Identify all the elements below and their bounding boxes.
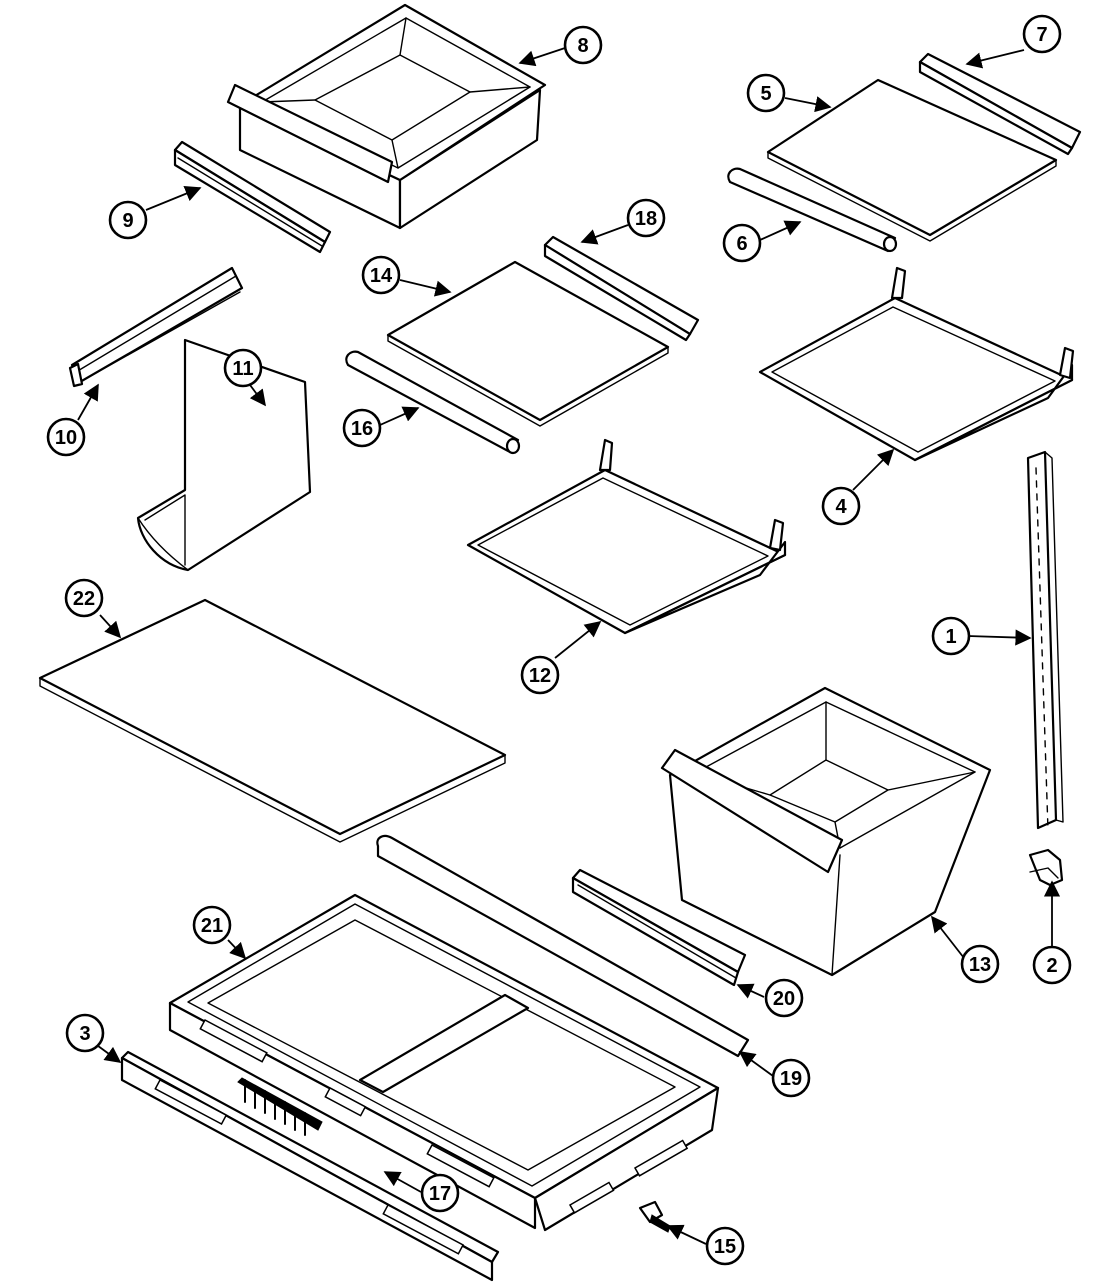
part-7-trim [918, 52, 1082, 156]
callout-1: 1 [931, 616, 971, 656]
callout-label-1: 1 [945, 626, 956, 648]
callout-label-3: 3 [79, 1023, 90, 1045]
callout-label-2: 2 [1046, 955, 1057, 977]
part-17-vent [237, 1077, 323, 1136]
callout-4: 4 [821, 486, 861, 526]
callout-label-10: 10 [55, 427, 77, 449]
part-11-cover [136, 338, 312, 572]
callout-6: 6 [722, 223, 762, 263]
callout-18: 18 [626, 198, 666, 238]
leader-5 [784, 96, 832, 113]
leader-6 [759, 220, 802, 241]
callout-13: 13 [960, 944, 1000, 984]
callout-7: 7 [1022, 14, 1062, 54]
part-5-glass-panel [766, 78, 1058, 242]
leader-8 [518, 47, 566, 67]
part-1-vertical-rail [1026, 450, 1064, 831]
callout-22: 22 [64, 578, 104, 618]
part-18-trim [543, 235, 700, 342]
leader-9 [145, 185, 202, 211]
callout-label-5: 5 [760, 83, 771, 105]
callout-5: 5 [746, 73, 786, 113]
part-16-tube [345, 350, 521, 455]
callout-2: 2 [1032, 945, 1072, 985]
callout-label-17: 17 [429, 1183, 451, 1205]
callout-label-6: 6 [736, 233, 747, 255]
leader-13 [931, 915, 965, 959]
callout-label-21: 21 [201, 915, 223, 937]
part-13-lower-drawer [660, 686, 992, 977]
part-15-screw [638, 1200, 671, 1233]
callout-label-16: 16 [351, 418, 373, 440]
callout-16: 16 [342, 408, 382, 448]
part-14-glass-panel [386, 260, 670, 427]
callout-15: 15 [705, 1226, 745, 1266]
callout-19: 19 [771, 1058, 811, 1098]
part-19-roller [376, 834, 750, 1058]
callout-label-11: 11 [232, 358, 253, 380]
part-6-tube [727, 167, 898, 253]
callout-17: 17 [420, 1173, 460, 1213]
callout-8: 8 [563, 25, 603, 65]
callout-label-14: 14 [370, 265, 393, 287]
leader-17 [383, 1171, 422, 1193]
part-12-shelf-frame [466, 438, 787, 635]
callout-20: 20 [764, 978, 804, 1018]
leader-15 [666, 1224, 707, 1245]
leader-14 [399, 279, 452, 297]
leader-11 [249, 384, 266, 407]
callout-label-22: 22 [73, 588, 95, 610]
part-9-rail [173, 140, 332, 254]
callout-label-15: 15 [714, 1236, 736, 1258]
part-2-clip [1028, 848, 1064, 887]
callout-label-4: 4 [835, 496, 847, 518]
part-8-upper-drawer [226, 3, 547, 230]
leader-lines [77, 47, 1061, 1245]
leader-10 [77, 383, 99, 421]
leader-22 [99, 614, 122, 639]
callout-10: 10 [46, 417, 86, 457]
leader-16 [379, 406, 420, 426]
part-10-rail [68, 266, 244, 388]
callout-label-18: 18 [635, 208, 657, 230]
callout-label-7: 7 [1036, 24, 1047, 46]
part-22-glass-shelf [38, 598, 507, 843]
callout-11: 11 [223, 348, 263, 388]
callout-14: 14 [361, 255, 401, 295]
callout-label-13: 13 [969, 954, 991, 976]
callout-21: 21 [192, 905, 232, 945]
leader-21 [227, 939, 247, 960]
callout-12: 12 [520, 655, 560, 695]
callout-label-12: 12 [529, 665, 551, 687]
leader-7 [965, 49, 1025, 69]
callout-9: 9 [108, 200, 148, 240]
callout-label-9: 9 [122, 210, 133, 232]
leader-12 [554, 620, 602, 659]
leader-19 [738, 1051, 774, 1077]
callout-3: 3 [65, 1013, 105, 1053]
callouts: 7 8 5 9 18 14 6 11 10 16 4 1 22 12 2 13 … [46, 14, 1072, 1266]
callout-label-19: 19 [780, 1068, 802, 1090]
part-3-trim-bar [120, 1050, 500, 1282]
part-21-frame [168, 893, 720, 1232]
callout-label-20: 20 [773, 988, 795, 1010]
part-4-shelf-frame [758, 266, 1075, 462]
leader-20 [736, 983, 765, 999]
leader-18 [580, 224, 629, 245]
part-20-rail [571, 868, 747, 987]
leader-1 [967, 629, 1032, 646]
leader-4 [852, 448, 895, 491]
callout-label-8: 8 [577, 35, 588, 57]
